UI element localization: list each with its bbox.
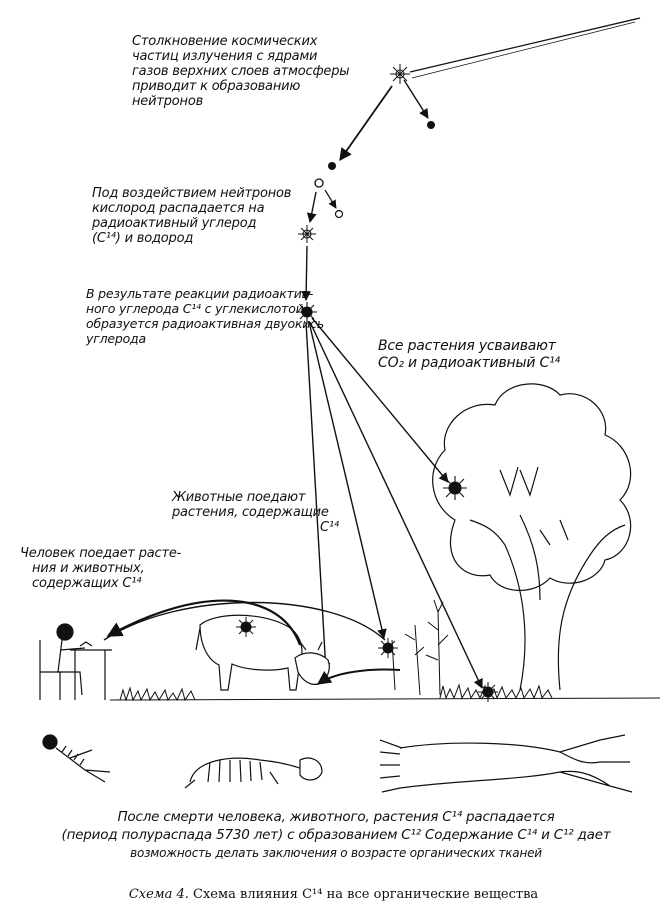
cow xyxy=(195,614,330,691)
label-line: После смерти человека, животного, растен… xyxy=(117,809,555,825)
label-co2-formation: В результате реакции радиоактив- ного уг… xyxy=(86,286,324,346)
label-line: С¹⁴ xyxy=(320,520,339,535)
grain-carbon-burst xyxy=(378,638,398,658)
caption-text: Схема влияния С¹⁴ на все органические ве… xyxy=(193,887,539,902)
arrow-cow-to-human xyxy=(106,599,302,646)
oxygen-atom xyxy=(314,178,324,188)
caption-number: Схема 4. xyxy=(128,887,189,902)
cow-skeleton xyxy=(184,757,323,789)
arrow-plant-to-human xyxy=(103,601,386,641)
label-animals-eat: Животные поедают растения, содержащие С¹… xyxy=(172,490,339,535)
dead-tree-trunk xyxy=(379,734,633,793)
label-line: кислород распадается на xyxy=(92,201,265,216)
neutron-dot xyxy=(328,162,336,170)
label-line: Под воздействием нейтронов xyxy=(92,186,292,201)
label-line: ния и животных, xyxy=(32,561,145,576)
label-line: (С¹⁴) и водород xyxy=(92,231,194,246)
co2-burst xyxy=(297,302,317,322)
label-plants-absorb: Все растения усваивают CO₂ и радиоактивн… xyxy=(378,338,560,372)
label-line: углерода xyxy=(86,331,146,346)
arrow-to-cow xyxy=(305,321,331,673)
arrow-to-tree xyxy=(311,317,449,483)
arrow-to-grain xyxy=(308,321,387,639)
label-line: частиц излучения с ядрами xyxy=(132,49,318,64)
ground-carbon-burst xyxy=(478,682,498,702)
label-line: нейтронов xyxy=(132,94,204,109)
label-line: содержащих С¹⁴ xyxy=(32,576,142,591)
label-human-eats: Человек поедает расте- ния и животных, с… xyxy=(20,546,181,591)
cosmic-ray xyxy=(409,17,641,79)
tree xyxy=(432,383,632,691)
label-line: Человек поедает расте- xyxy=(20,546,182,561)
carbon-arrow xyxy=(306,191,317,223)
label-line: радиоактивный углерод xyxy=(92,216,257,231)
neutron-dot xyxy=(427,121,435,129)
label-line: ного углерода С¹⁴ с углекислотой xyxy=(86,301,304,316)
hydrogen-arrow xyxy=(324,189,337,209)
collision-burst xyxy=(390,64,410,84)
label-line: приводит к образованию xyxy=(132,79,301,94)
tree-carbon-burst xyxy=(443,476,467,500)
label-line: растения, содержащие xyxy=(172,505,329,520)
label-line: газов верхних слоев атмосферы xyxy=(132,64,350,79)
label-line: возможность делать заключения о возрасте… xyxy=(130,846,542,860)
neutron-arrow-left xyxy=(339,85,393,162)
neutron-arrow-right xyxy=(403,79,429,119)
label-oxygen-decay: Под воздействием нейтронов кислород расп… xyxy=(92,186,291,246)
carbon-down-arrow xyxy=(301,245,312,301)
label-after-death: После смерти человека, животного, растен… xyxy=(26,808,646,862)
cow-carbon-burst xyxy=(236,617,256,637)
carbon14-burst xyxy=(298,225,316,243)
human-skeleton xyxy=(42,734,111,783)
label-line: В результате реакции радиоактив- xyxy=(86,286,314,301)
hydrogen-atom xyxy=(334,209,344,219)
figure-caption: Схема 4. Схема влияния С¹⁴ на все органи… xyxy=(0,887,667,902)
label-cosmic-collision: Столкновение космических частиц излучени… xyxy=(132,34,350,109)
arrow-plant-to-cow xyxy=(316,668,401,685)
label-line: CO₂ и радиоактивный С¹⁴ xyxy=(378,355,560,371)
label-line: Все растения усваивают xyxy=(378,338,556,354)
human-eating xyxy=(39,623,112,700)
grain-plants xyxy=(391,599,449,696)
arrow-to-ground-plant xyxy=(309,321,483,689)
label-line: (период полураспада 5730 лет) с образова… xyxy=(61,827,611,843)
label-line: Столкновение космических xyxy=(132,34,318,49)
label-line: образуется радиоактивная двуокись xyxy=(86,316,325,331)
label-line: Животные поедают xyxy=(172,490,306,505)
ground xyxy=(109,683,661,702)
